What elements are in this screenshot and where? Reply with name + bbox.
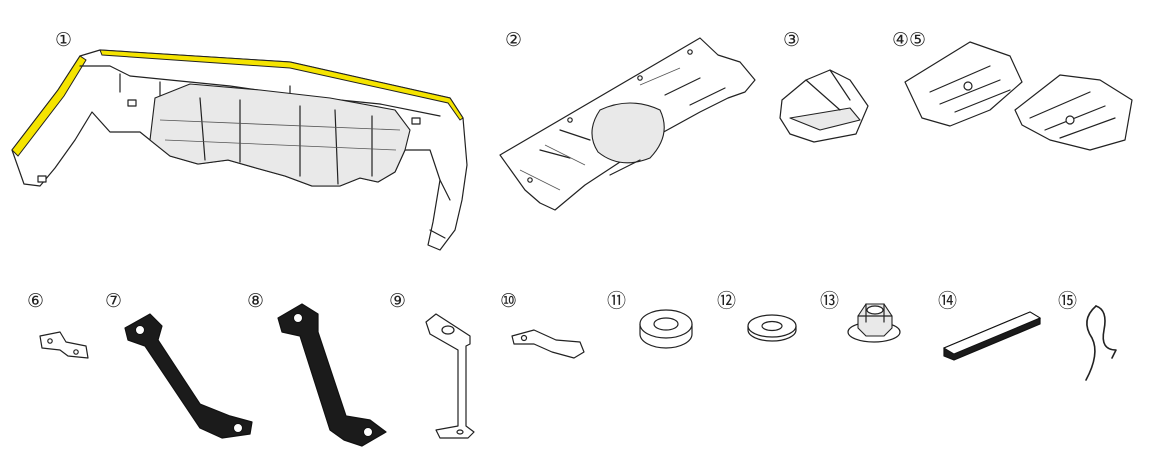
label-part-2: ② (505, 29, 523, 51)
label-part-3: ③ (783, 29, 801, 51)
label-part-10: ⑩ (500, 290, 518, 312)
bracket-pair-icon (904, 41, 1133, 151)
label-part-4-5: ④⑤ (892, 29, 927, 51)
collar-icon (639, 309, 693, 349)
small-cover-icon (779, 69, 869, 143)
z-stay-right-icon (277, 303, 387, 447)
label-part-1: ① (55, 29, 73, 51)
clip-wire-icon (1085, 305, 1117, 381)
label-part-13: ⑬ (820, 290, 840, 312)
l-stay-icon (425, 313, 475, 439)
label-part-7: ⑦ (105, 290, 123, 312)
z-stay-left-icon (124, 313, 253, 439)
washer-icon (747, 314, 797, 342)
label-part-6: ⑥ (27, 290, 45, 312)
label-part-14: ⑭ (938, 290, 958, 312)
bent-plate-icon (511, 329, 585, 359)
small-plate-bracket-icon (39, 331, 89, 359)
label-part-11: ⑪ (607, 290, 627, 312)
label-part-15: ⑮ (1058, 290, 1078, 312)
label-part-12: ⑫ (717, 290, 737, 312)
rear-bumper-diffuser-icon (11, 49, 468, 251)
flange-nut-icon (847, 303, 901, 343)
label-part-8: ⑧ (247, 290, 265, 312)
label-part-9: ⑨ (389, 290, 407, 312)
foam-tape-icon (942, 311, 1042, 361)
undercover-panel-icon (499, 37, 756, 211)
